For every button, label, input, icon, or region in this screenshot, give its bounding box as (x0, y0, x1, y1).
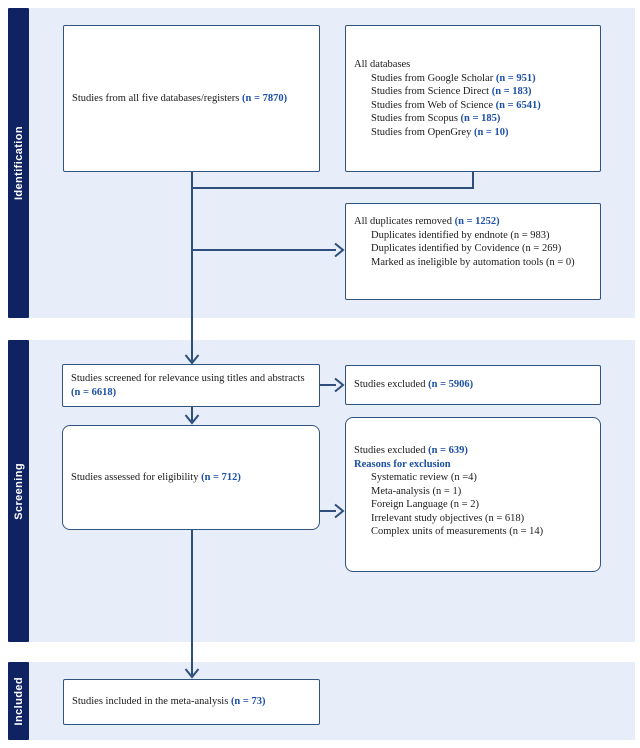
text-run: Systematic review (n =4) (371, 472, 477, 483)
text-line: Foreign Language (n = 2) (354, 498, 592, 512)
text-run: Duplicates identified by Covidence (n = … (371, 243, 562, 254)
text-line: Studies included in the meta-analysis (n… (72, 695, 311, 709)
box-databases-total-text: Studies from all five databases/register… (72, 92, 311, 106)
count-value: (n = 951) (495, 72, 536, 84)
sidebar-screening-label: Screening (12, 462, 25, 520)
count-value: (n = 7870) (242, 92, 288, 104)
sidebar-included-label: Included (12, 676, 25, 726)
text-run: Irrelevant study objectives (n = 618) (371, 512, 525, 524)
text-run: Studies excluded (354, 445, 429, 456)
count-value: (n = 6541) (495, 99, 541, 111)
count-value: (n = 6618) (71, 386, 117, 398)
box-studies-assessed-eligibility-text: Studies assessed for eligibility (n = 71… (71, 471, 311, 485)
text-run: Studies from Science Direct (371, 86, 492, 97)
text-run: Studies from Web of Science (371, 99, 496, 111)
text-line: Reasons for exclusion (354, 458, 592, 472)
count-value: (n = 183) (491, 86, 532, 97)
text-run: Studies assessed for eligibility (71, 471, 202, 483)
text-run: Studies from all five databases/register… (72, 92, 242, 104)
box-duplicates-removed: All duplicates removed (n = 1252)Duplica… (345, 203, 601, 300)
box-studies-excluded-titles-text: Studies excluded (n = 5906) (354, 378, 592, 392)
text-line: Studies excluded (n = 5906) (354, 378, 592, 392)
box-studies-assessed-eligibility: Studies assessed for eligibility (n = 71… (62, 425, 320, 530)
count-value: (n = 73) (230, 696, 266, 708)
count-value: (n = 639) (428, 445, 468, 456)
text-run: Duplicates identified by endnote (n = 98… (371, 229, 550, 241)
text-run: Studies from Google Scholar (371, 72, 496, 84)
text-run: Studies from Scopus (371, 113, 461, 124)
sidebar-identification: Identification (8, 8, 29, 318)
sidebar-included: Included (8, 662, 29, 740)
box-studies-excluded-reasons-text: Studies excluded (n = 639)Reasons for ex… (354, 444, 592, 539)
text-line: All databases (354, 58, 592, 72)
text-line: Studies from Science Direct (n = 183) (354, 85, 592, 99)
count-value: Reasons for exclusion (354, 458, 451, 470)
text-run: All duplicates removed (354, 216, 455, 227)
sidebar-screening: Screening (8, 340, 29, 642)
text-line: Irrelevant study objectives (n = 618) (354, 512, 592, 526)
count-value: (n = 5906) (428, 379, 474, 391)
box-databases-total: Studies from all five databases/register… (63, 25, 320, 172)
text-run: Studies excluded (354, 379, 429, 391)
text-line: Studies from OpenGrey (n = 10) (354, 126, 592, 140)
box-studies-excluded-reasons: Studies excluded (n = 639)Reasons for ex… (345, 417, 601, 572)
text-line: Studies from Google Scholar (n = 951) (354, 72, 592, 86)
count-value: (n = 1252) (454, 216, 500, 227)
box-studies-included: Studies included in the meta-analysis (n… (63, 679, 320, 725)
box-studies-screened: Studies screened for relevance using tit… (62, 364, 320, 407)
sidebar-identification-label: Identification (12, 125, 25, 201)
box-duplicates-removed-text: All duplicates removed (n = 1252)Duplica… (354, 215, 592, 269)
text-line: Studies assessed for eligibility (n = 71… (71, 471, 311, 485)
count-value: (n = 10) (473, 126, 509, 138)
text-line: All duplicates removed (n = 1252) (354, 215, 592, 229)
text-line: Meta-analysis (n = 1) (354, 485, 592, 499)
text-line: Studies from all five databases/register… (72, 92, 311, 106)
text-line: Studies from Scopus (n = 185) (354, 112, 592, 126)
text-run: Foreign Language (n = 2) (371, 499, 479, 510)
count-value: (n = 185) (460, 113, 501, 124)
box-studies-screened-text: Studies screened for relevance using tit… (71, 372, 311, 399)
text-run: Studies from OpenGrey (371, 126, 474, 138)
text-run: Meta-analysis (n = 1) (371, 485, 462, 497)
text-line: Systematic review (n =4) (354, 471, 592, 485)
text-line: Duplicates identified by endnote (n = 98… (354, 229, 592, 243)
count-value: (n = 712) (201, 471, 241, 483)
box-studies-included-text: Studies included in the meta-analysis (n… (72, 695, 311, 709)
text-run: Complex units of measurements (n = 14) (371, 526, 544, 537)
box-studies-excluded-titles: Studies excluded (n = 5906) (345, 365, 601, 405)
text-run: Marked as ineligible by automation tools… (371, 256, 575, 268)
text-run: Studies included in the meta-analysis (72, 696, 231, 708)
text-run: Studies screened for relevance using tit… (71, 373, 305, 384)
text-run: All databases (354, 59, 411, 70)
text-line: Complex units of measurements (n = 14) (354, 525, 592, 539)
text-line: Marked as ineligible by automation tools… (354, 256, 592, 270)
text-line: Studies from Web of Science (n = 6541) (354, 99, 592, 113)
text-line: Duplicates identified by Covidence (n = … (354, 242, 592, 256)
text-line: Studies excluded (n = 639) (354, 444, 592, 458)
text-line: Studies screened for relevance using tit… (71, 372, 311, 399)
